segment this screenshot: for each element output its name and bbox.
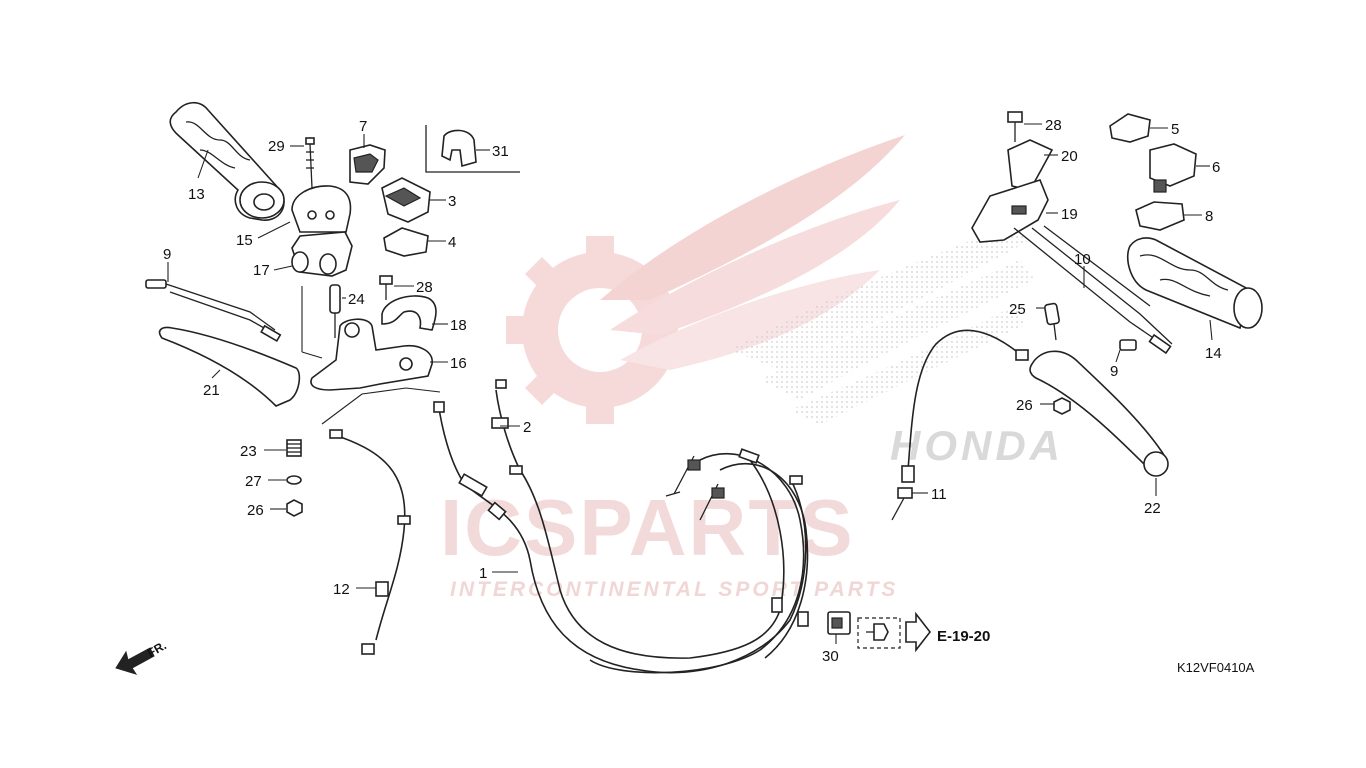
- switch-9-right: [1119, 339, 1137, 351]
- callout-1: 1: [479, 565, 487, 582]
- callout-28-right: 28: [1045, 117, 1062, 134]
- switch-9-left: [145, 279, 282, 343]
- pin-24: [329, 284, 341, 338]
- callout-2: 2: [523, 419, 531, 436]
- right-grip: [1126, 237, 1263, 330]
- leader-lines: [167, 123, 1213, 644]
- lever-holder-16: [310, 318, 433, 391]
- front-direction-arrow-icon: [115, 647, 155, 675]
- cable-rear-loop: [589, 448, 809, 674]
- callout-31: 31: [492, 143, 509, 160]
- screw-29: [305, 137, 315, 189]
- diagram-code: K12VF0410A: [1177, 660, 1255, 675]
- switch-5: [1109, 113, 1151, 143]
- nut-26-left: [286, 499, 303, 517]
- callout-15: 15: [236, 232, 253, 249]
- cable-12: [329, 429, 411, 655]
- honda-wing-watermark-icon: [730, 225, 1035, 425]
- switch-4: [383, 227, 429, 257]
- callout-20: 20: [1061, 148, 1078, 165]
- callout-24: 24: [348, 291, 365, 308]
- callout-19: 19: [1061, 206, 1078, 223]
- callout-22: 22: [1144, 500, 1161, 517]
- callout-29: 29: [268, 138, 285, 155]
- switch-6: [1149, 143, 1197, 187]
- switch-31-box: [425, 125, 520, 173]
- callout-6: 6: [1212, 159, 1220, 176]
- reference-link[interactable]: E-19-20: [937, 628, 990, 645]
- callout-4: 4: [448, 234, 456, 251]
- callout-25: 25: [1009, 301, 1026, 318]
- callout-21: 21: [203, 382, 220, 399]
- watermark: HONDA ICSPARTS INTERCONTINENTAL SPORT PA…: [440, 135, 1064, 601]
- clamp-18: [381, 295, 437, 331]
- callout-8: 8: [1205, 208, 1213, 225]
- honda-watermark-text: HONDA: [890, 422, 1064, 469]
- callout-5: 5: [1171, 121, 1179, 138]
- callouts: 13 29 15 17 9 7 3 4 31 24 28 18 16 21 23…: [163, 117, 1222, 665]
- clip-30: [827, 611, 851, 635]
- wires-10: [1013, 225, 1173, 355]
- callout-26-right: 26: [1016, 397, 1033, 414]
- callout-26-left: 26: [247, 502, 264, 519]
- callout-12: 12: [333, 581, 350, 598]
- callout-18: 18: [450, 317, 467, 334]
- bolt-28-left: [379, 275, 393, 300]
- callout-7: 7: [359, 118, 367, 135]
- bracket-20: [1007, 139, 1054, 191]
- spring-23: [286, 439, 302, 457]
- throttle-housing-upper: [291, 185, 352, 233]
- callout-28-left: 28: [416, 279, 433, 296]
- brake-lever-left: [158, 326, 301, 407]
- wing-watermark-icon: [600, 135, 905, 370]
- arrow-right-icon: [905, 611, 932, 653]
- washer-27: [286, 475, 302, 485]
- cable-1: [433, 379, 807, 674]
- tagline-watermark-text: INTERCONTINENTAL SPORT PARTS: [450, 578, 898, 601]
- left-grip: [169, 101, 285, 221]
- callout-30: 30: [822, 648, 839, 665]
- callout-11: 11: [931, 486, 947, 503]
- callout-17: 17: [253, 262, 270, 279]
- nut-26-right: [1053, 397, 1071, 415]
- callout-13: 13: [188, 186, 205, 203]
- callout-14: 14: [1205, 345, 1222, 362]
- callout-23: 23: [240, 443, 257, 460]
- callout-3: 3: [448, 193, 456, 210]
- cable-adjusters: [665, 455, 725, 521]
- pin-25: [1044, 302, 1060, 341]
- callout-9-left: 9: [163, 246, 171, 263]
- bolt-28-right: [1007, 111, 1023, 142]
- callout-16: 16: [450, 355, 467, 372]
- master-cylinder-19: [971, 179, 1049, 243]
- reference-bolt: [857, 617, 901, 649]
- callout-9-right: 9: [1110, 363, 1118, 380]
- switch-8: [1135, 201, 1185, 231]
- callout-27: 27: [245, 473, 262, 490]
- callout-10: 10: [1074, 251, 1091, 268]
